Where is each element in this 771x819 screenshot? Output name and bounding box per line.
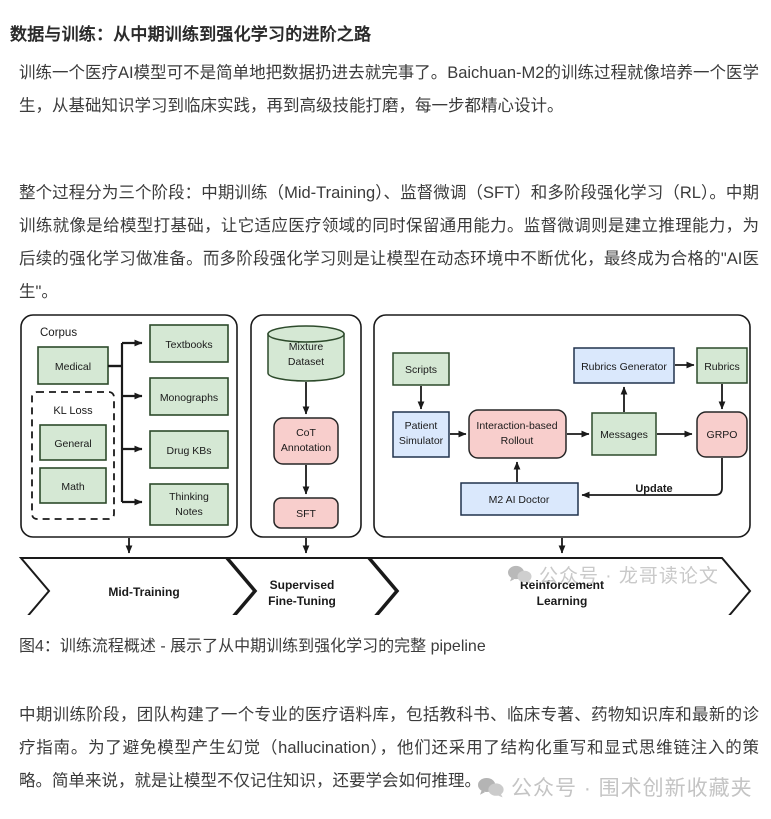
node-grpo-box[interactable]	[696, 411, 748, 458]
paragraph-intro: 训练一个医疗AI模型可不是简单地把数据扔进去就完事了。Baichuan-M2的训…	[19, 63, 759, 115]
kl-loss-group	[31, 391, 115, 520]
panel-rl: Scripts Patient Simulator Interaction-ba…	[373, 314, 751, 538]
node-scripts-label: Scripts	[405, 364, 437, 376]
node-rubrics-generator-box[interactable]	[573, 347, 675, 384]
node-thinkingnotes-label-1: Thinking	[169, 491, 209, 503]
node-mixture-dataset[interactable]: Mixture Dataset	[267, 325, 345, 382]
node-mixture-dataset-label-1: Mixture	[289, 341, 324, 353]
figure-caption: 图4：训练流程概述 - 展示了从中期训练到强化学习的完整 pipeline	[19, 638, 486, 655]
stage-band: Mid-Training Supervised Fine-Tuning Rein…	[18, 557, 752, 615]
node-rubrics-generator-label: Rubrics Generator	[581, 361, 667, 373]
stage-label-rl-2: Learning	[537, 594, 588, 608]
node-rubrics-box[interactable]	[696, 347, 748, 384]
pipeline-svg: Corpus Medical KL Loss General Math	[18, 314, 752, 615]
paragraph-stages: 整个过程分为三个阶段：中期训练（Mid-Training）、监督微调（SFT）和…	[19, 183, 759, 301]
paragraph-corpus: 中期训练阶段，团队构建了一个专业的医疗语料库，包括教科书、临床专著、药物知识库和…	[19, 705, 759, 790]
stage-chevron-mid-training[interactable]	[18, 557, 256, 615]
node-messages-box[interactable]	[591, 412, 657, 456]
panel-mid-training: Corpus Medical KL Loss General Math	[20, 314, 238, 538]
node-sft-box[interactable]	[273, 497, 339, 529]
node-cot-annotation-label-1: CoT	[296, 427, 316, 439]
node-monographs-label: Monographs	[160, 392, 218, 404]
node-scripts-box[interactable]	[392, 352, 450, 386]
node-general-label: General	[54, 438, 91, 450]
edge-update-to-m2doctor	[581, 458, 723, 499]
page-title: 数据与训练：从中期训练到强化学习的进阶之路	[10, 25, 372, 45]
training-pipeline-figure: Corpus Medical KL Loss General Math	[16, 310, 756, 615]
node-medical-label: Medical	[55, 361, 91, 373]
stage-label-sft-1: Supervised	[270, 578, 335, 592]
node-thinkingnotes-box[interactable]	[149, 483, 229, 526]
node-general-box[interactable]	[39, 424, 107, 461]
stage-label-mid-training: Mid-Training	[108, 585, 179, 599]
node-mixture-dataset-label-2: Dataset	[288, 356, 324, 368]
node-patient-simulator-label-1: Patient	[405, 420, 438, 432]
kl-loss-label: KL Loss	[53, 405, 93, 417]
node-messages-label: Messages	[600, 429, 648, 441]
stage-chevron-sft[interactable]	[225, 557, 398, 615]
stage-label-rl-1: Reinforcement	[520, 578, 604, 592]
node-cot-annotation-box[interactable]	[273, 417, 339, 465]
node-thinkingnotes-label-2: Notes	[175, 506, 202, 518]
node-grpo-label: GRPO	[707, 429, 738, 441]
node-m2-ai-doctor-box[interactable]	[460, 482, 579, 516]
node-math-label: Math	[61, 481, 85, 493]
node-textbooks-label: Textbooks	[165, 339, 212, 351]
stage-label-sft-2: Fine-Tuning	[268, 594, 336, 608]
node-sft-label: SFT	[296, 508, 316, 520]
node-cot-annotation-label-2: Annotation	[281, 442, 331, 454]
node-rollout-label-2: Rollout	[501, 435, 534, 447]
node-drugkbs-label: Drug KBs	[167, 445, 212, 457]
panel-sft: Mixture Dataset CoT Annotation SFT	[250, 314, 362, 538]
stage-chevron-rl[interactable]	[367, 557, 752, 615]
node-m2-ai-doctor-label: M2 AI Doctor	[489, 494, 550, 506]
node-monographs-box[interactable]	[149, 377, 229, 416]
node-medical-box[interactable]	[37, 346, 109, 385]
node-patient-simulator-label-2: Simulator	[399, 435, 444, 447]
node-textbooks-box[interactable]	[149, 324, 229, 363]
node-math-box[interactable]	[39, 467, 107, 504]
corpus-title: Corpus	[40, 327, 77, 339]
node-rollout-label-1: Interaction-based	[476, 420, 557, 432]
edge-label-update: Update	[635, 483, 672, 495]
node-rollout-box[interactable]	[468, 409, 567, 459]
node-drugkbs-box[interactable]	[149, 430, 229, 469]
node-rubrics-label: Rubrics	[704, 361, 740, 373]
node-patient-simulator-box[interactable]	[392, 411, 450, 458]
